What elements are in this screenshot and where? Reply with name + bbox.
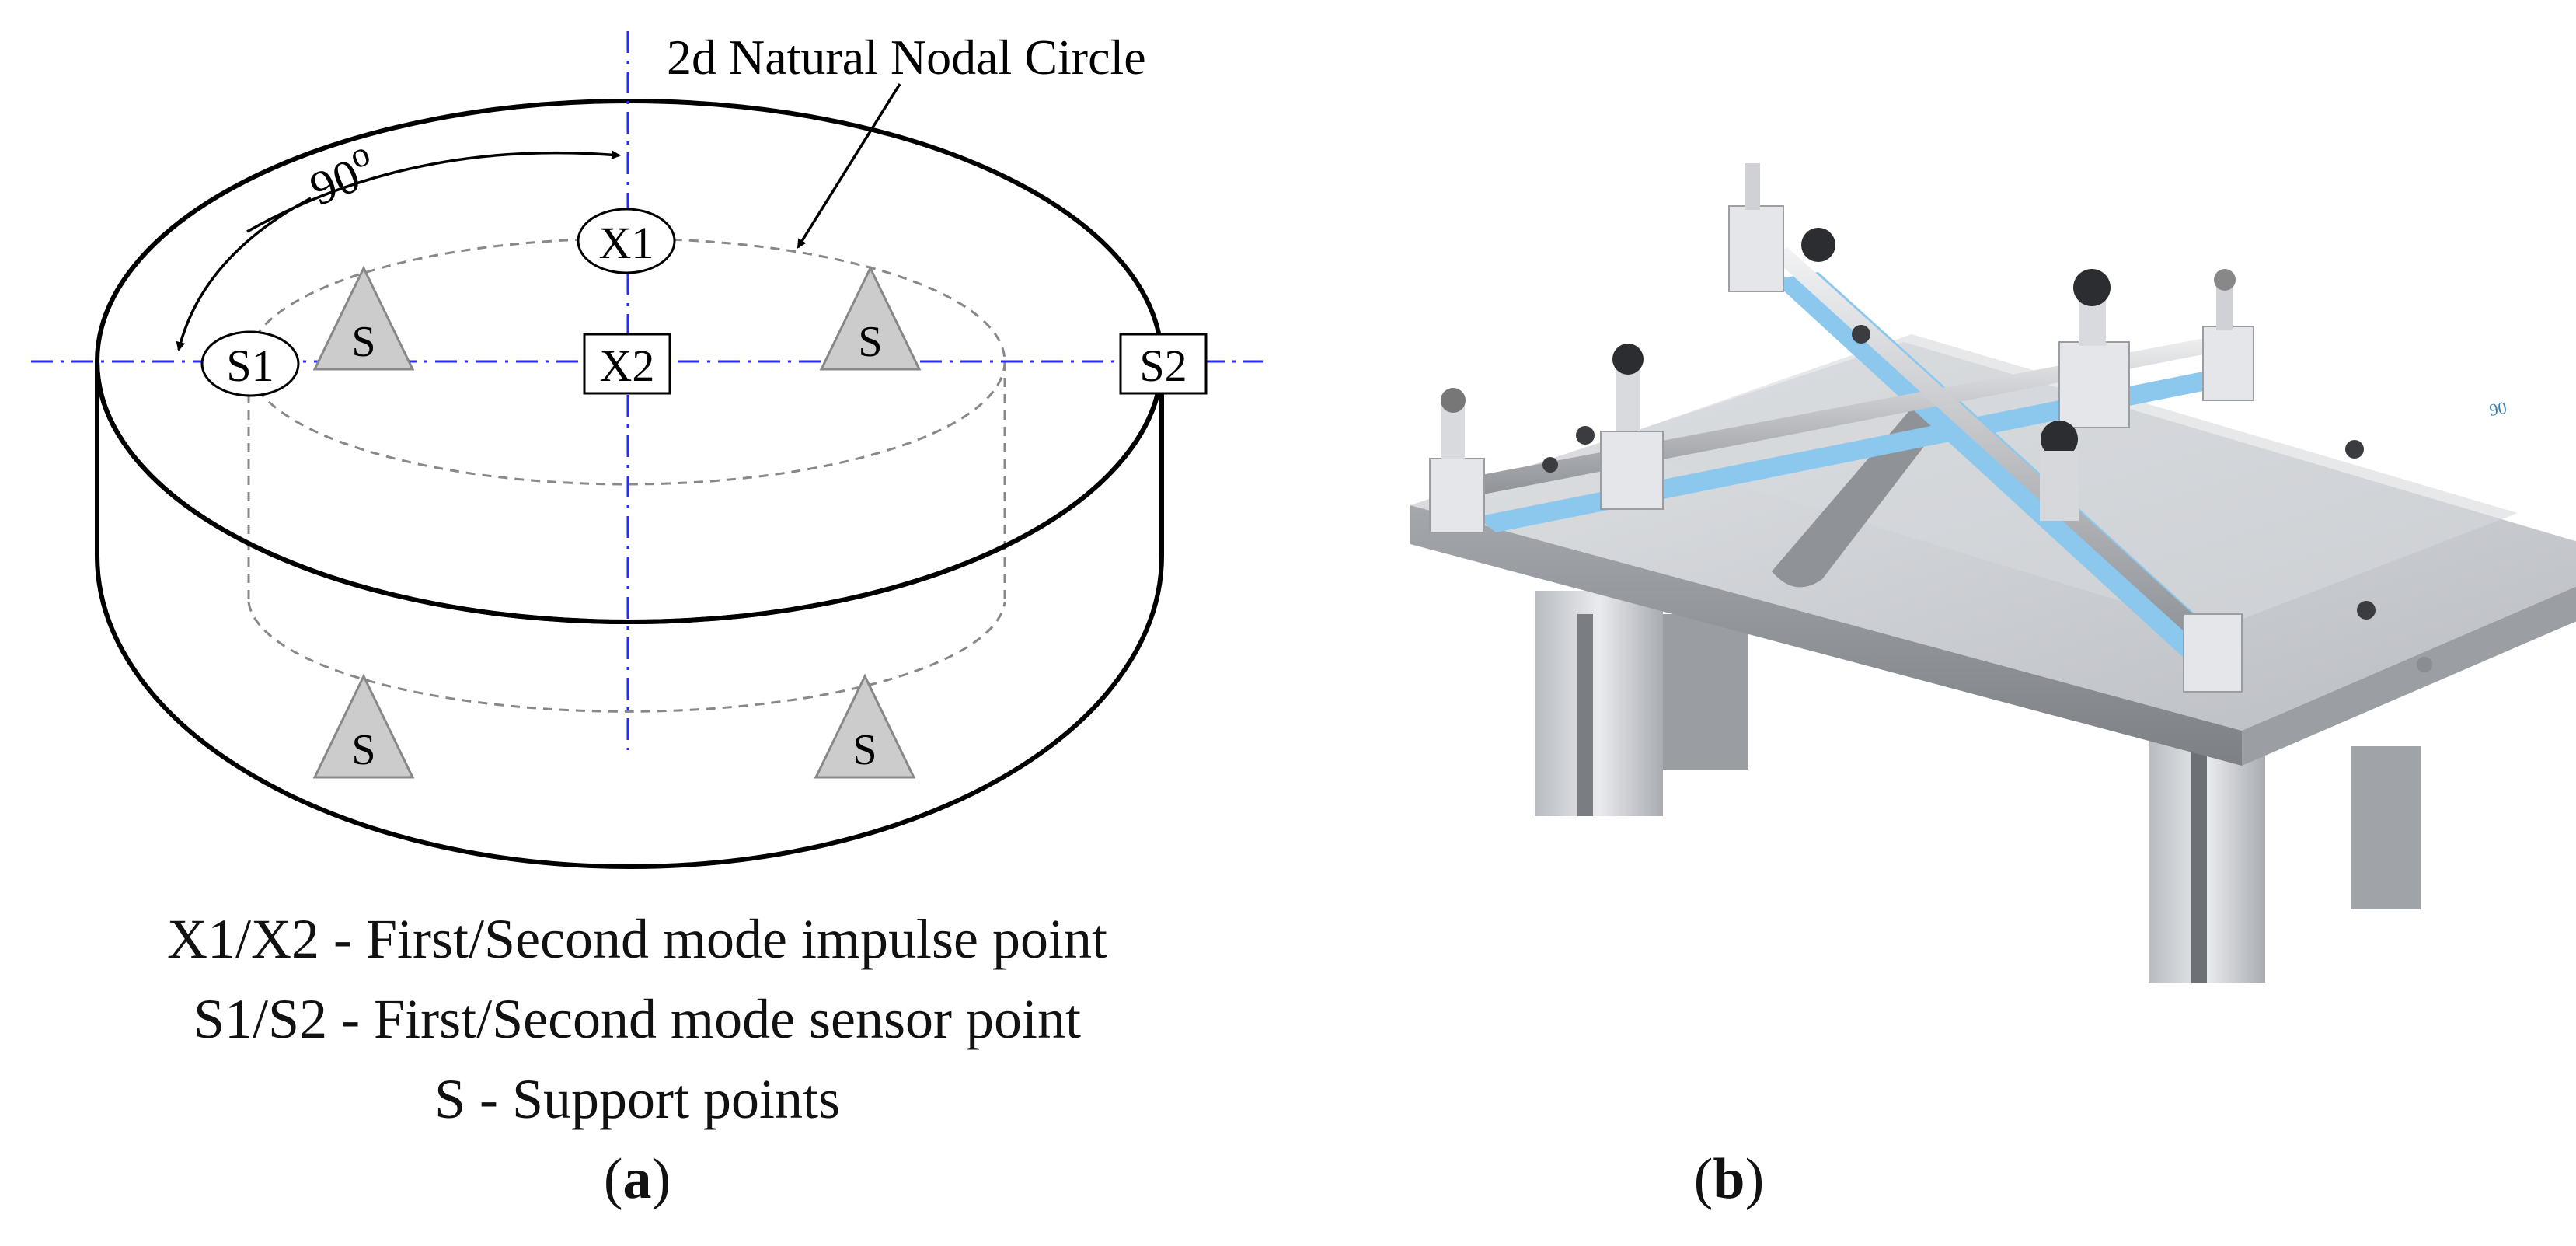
- clamp-back: [1728, 163, 1835, 292]
- rod-diagonal: [1772, 247, 2215, 645]
- x2-label: X2: [600, 340, 655, 391]
- screw-holes: [1542, 325, 2432, 672]
- caption-b: (b): [1693, 1147, 1765, 1211]
- nodal-circle-label: 2d Natural Nodal Circle: [667, 30, 1146, 85]
- hidden-bottom-nodal-arc: [247, 602, 1006, 713]
- legend-line-impulse: X1/X2 - First/Second mode impulse point: [167, 908, 1107, 970]
- ruler-mark: 90: [2488, 397, 2508, 419]
- angle-arrow-return: [176, 197, 312, 351]
- support-point-bottom-right: S: [814, 673, 916, 779]
- panel-a-schematic: 90o 2d Natural Nodal Circle X1 S1 X2 S2 …: [0, 0, 1274, 1242]
- legend-line-sensor: S1/S2 - First/Second mode sensor point: [193, 988, 1081, 1050]
- schematic-drawing: 90o 2d Natural Nodal Circle X1 S1 X2 S2 …: [31, 30, 1263, 869]
- x2-marker: [583, 333, 671, 395]
- clamp-front: [2040, 421, 2243, 693]
- plate-side-edge: [2242, 586, 2576, 766]
- clamp-mid-left: [1600, 344, 1664, 510]
- angle-label: 90o: [299, 133, 384, 216]
- svg-text:S: S: [351, 726, 375, 774]
- caption-a: (a): [603, 1147, 671, 1211]
- support-point-top-left: S: [312, 265, 415, 371]
- support-point-bottom-left: S: [312, 673, 415, 779]
- s1-label: S1: [226, 340, 274, 391]
- s2-marker: [1119, 333, 1208, 395]
- cylinder-front-rim: [95, 361, 1164, 624]
- svg-text:S: S: [852, 726, 877, 774]
- angle-arrow: [246, 150, 621, 233]
- svg-text:S: S: [858, 318, 882, 366]
- x1-marker: [577, 208, 676, 274]
- cylinder-bottom-rim: [95, 555, 1164, 869]
- legend-line-support: S - Support points: [434, 1068, 841, 1130]
- plate-edge: [1410, 505, 2242, 766]
- s1-marker: [200, 330, 300, 397]
- s2-label: S2: [1139, 340, 1187, 391]
- fixture-illustration: 90: [1410, 163, 2576, 983]
- clamp-right: [2202, 269, 2254, 401]
- support-point-top-right: S: [819, 265, 922, 371]
- x1-label: X1: [599, 218, 654, 268]
- nodal-annotation-arrow: [797, 83, 901, 249]
- panel-b-fixture-photo: 90 (b): [1274, 0, 2576, 1242]
- svg-text:S: S: [351, 318, 375, 366]
- clamp-mid-right: [2058, 269, 2130, 428]
- clamp-left: [1429, 388, 1485, 533]
